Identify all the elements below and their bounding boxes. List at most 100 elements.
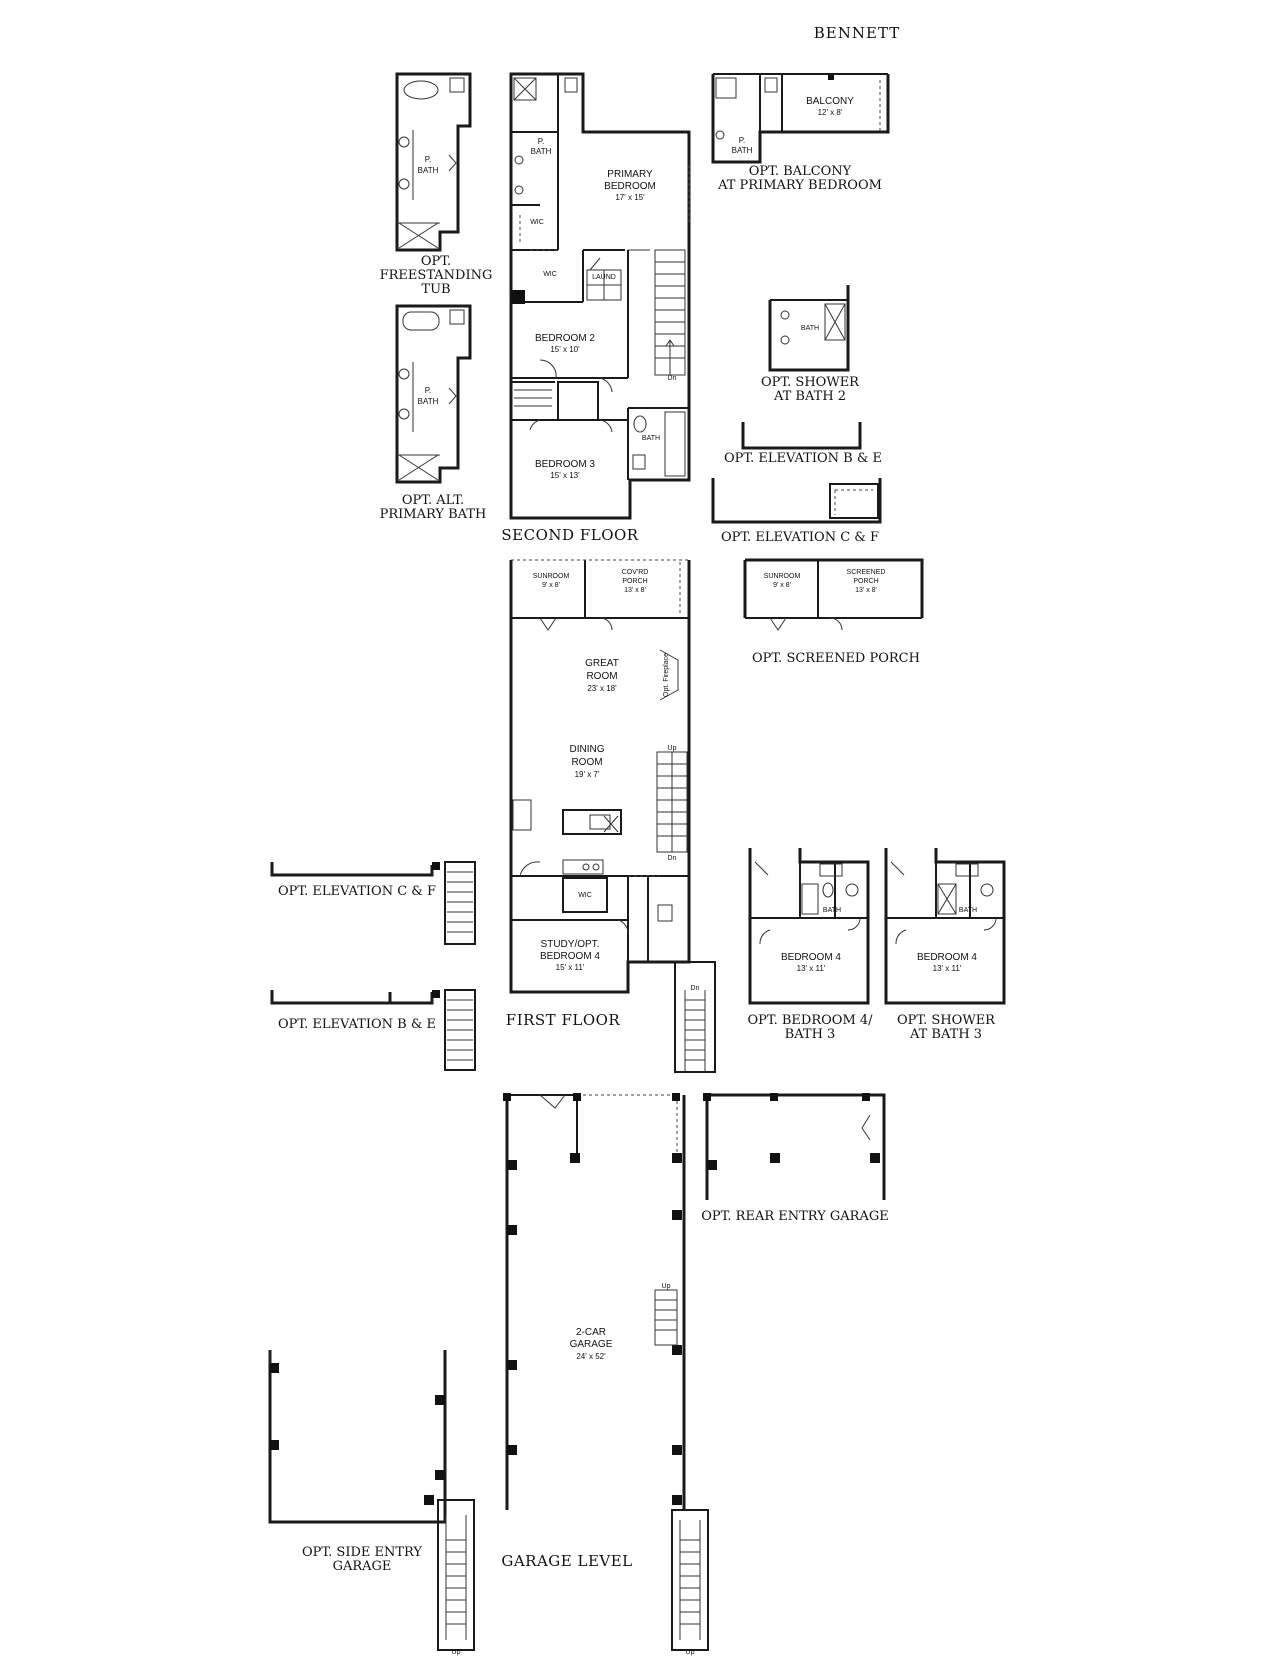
svg-text:STUDY/OPT.: STUDY/OPT.: [541, 939, 600, 950]
svg-text:GARAGE: GARAGE: [570, 1339, 613, 1350]
svg-text:ROOM: ROOM: [586, 671, 617, 682]
svg-text:Up: Up: [452, 1649, 461, 1656]
plan-title: BENNETT: [814, 24, 900, 42]
opt-side-entry-garage-plan: Up: [268, 1350, 475, 1656]
svg-text:Opt. Fireplace: Opt. Fireplace: [663, 653, 670, 697]
svg-text:19' x 7': 19' x 7': [575, 770, 600, 779]
opt-shower-bath3-label-2: AT BATH 3: [909, 1027, 982, 1042]
opt-shower-bath3-plan: BATH BEDROOM 4 13' x 11': [884, 848, 1006, 1005]
svg-text:WIC: WIC: [578, 892, 592, 899]
opt-freestanding-tub-label-3: TUB: [421, 282, 450, 297]
svg-text:Up: Up: [662, 1283, 671, 1290]
svg-text:BATH: BATH: [823, 907, 841, 914]
opt-screened-porch-plan: SUNROOM 9' x 8' SCREENED PORCH 13' x 8': [743, 558, 924, 631]
svg-text:BATH: BATH: [642, 435, 660, 442]
opt-rear-entry-garage-label: OPT. REAR ENTRY GARAGE: [701, 1209, 888, 1224]
svg-text:Up: Up: [686, 1649, 695, 1656]
opt-bedroom4-bath3-plan: BATH BEDROOM 4 13' x 11': [748, 848, 870, 1005]
opt-balcony-label-1: OPT. BALCONY: [749, 164, 852, 179]
svg-text:15' x 13': 15' x 13': [550, 471, 580, 480]
svg-text:PRIMARY: PRIMARY: [607, 169, 653, 180]
svg-text:SCREENED: SCREENED: [847, 569, 886, 576]
svg-text:SUNROOM: SUNROOM: [533, 573, 570, 580]
svg-text:Up: Up: [668, 745, 677, 752]
opt-bedroom4-bath3-label-1: OPT. BEDROOM 4/: [747, 1013, 873, 1028]
opt-rear-entry-garage-plan: [703, 1093, 886, 1200]
opt-bedroom4-bath3-label-2: BATH 3: [785, 1027, 836, 1042]
svg-text:13' x 8': 13' x 8': [855, 587, 877, 594]
svg-text:BATH: BATH: [732, 146, 753, 155]
opt-alt-primary-bath-label-1: OPT. ALT.: [402, 493, 464, 508]
opt-shower-bath2-label-1: OPT. SHOWER: [761, 375, 860, 390]
svg-text:BATH: BATH: [531, 147, 552, 156]
svg-text:15' x 10': 15' x 10': [550, 345, 580, 354]
svg-text:GREAT: GREAT: [585, 658, 619, 669]
opt-elevation-be-top-label: OPT. ELEVATION B & E: [724, 451, 882, 466]
garage-level-plan: Up 2-CAR GARAGE 24' x 52' Up: [503, 1093, 709, 1656]
svg-text:12' x 8': 12' x 8': [818, 108, 843, 117]
svg-text:9' x 8': 9' x 8': [773, 582, 791, 589]
svg-text:Dn: Dn: [668, 375, 677, 382]
svg-text:ROOM: ROOM: [571, 757, 602, 768]
svg-text:DINING: DINING: [570, 744, 605, 755]
svg-text:PORCH: PORCH: [853, 578, 878, 585]
svg-text:23' x 18': 23' x 18': [587, 684, 617, 693]
svg-text:BEDROOM 4: BEDROOM 4: [781, 952, 841, 963]
svg-text:P.: P.: [739, 136, 746, 145]
svg-text:2-CAR: 2-CAR: [576, 1327, 606, 1338]
svg-text:13' x 11': 13' x 11': [797, 964, 826, 973]
svg-text:9' x 8': 9' x 8': [542, 582, 560, 589]
svg-text:COV'RD: COV'RD: [622, 569, 649, 576]
svg-text:BEDROOM 4: BEDROOM 4: [917, 952, 977, 963]
opt-elevation-cf-top-plan: [711, 478, 882, 524]
first-floor-plan: Up Dn WIC SUNROOM 9' x 8' COV'RD PORCH 1…: [509, 559, 716, 1073]
svg-text:13' x 8': 13' x 8': [624, 587, 646, 594]
svg-text:13' x 11': 13' x 11': [933, 964, 962, 973]
svg-text:WIC: WIC: [543, 271, 557, 278]
second-floor-plan: P. BATH WIC WIC LAUND Dn: [509, 72, 691, 520]
garage-level-label: GARAGE LEVEL: [501, 1552, 632, 1570]
opt-elevation-be-left-plan: [270, 989, 476, 1071]
second-floor-label: SECOND FLOOR: [501, 526, 638, 544]
svg-text:17' x 15': 17' x 15': [615, 193, 645, 202]
svg-text:LAUND: LAUND: [592, 274, 616, 281]
svg-text:P.: P.: [538, 137, 545, 146]
svg-text:SUNROOM: SUNROOM: [764, 573, 801, 580]
opt-screened-porch-label: OPT. SCREENED PORCH: [752, 651, 920, 666]
opt-elevation-be-left-label: OPT. ELEVATION B & E: [278, 1017, 436, 1032]
svg-text:15' x 11': 15' x 11': [556, 963, 585, 972]
svg-text:Dn: Dn: [691, 985, 700, 992]
opt-freestanding-tub-label-1: OPT.: [421, 254, 451, 269]
opt-side-entry-garage-label-2: GARAGE: [333, 1559, 392, 1574]
opt-alt-primary-bath-plan: P. BATH: [395, 304, 472, 484]
opt-elevation-cf-left-label: OPT. ELEVATION C & F: [278, 884, 436, 899]
opt-balcony-label-2: AT PRIMARY BEDROOM: [717, 178, 882, 193]
svg-text:Dn: Dn: [668, 855, 677, 862]
opt-alt-primary-bath-label-2: PRIMARY BATH: [380, 507, 487, 522]
opt-shower-bath3-label-1: OPT. SHOWER: [897, 1013, 996, 1028]
opt-shower-bath2-plan: BATH: [768, 285, 850, 372]
opt-balcony-plan: BALCONY 12' x 8' P. BATH: [711, 73, 890, 164]
svg-text:BATH: BATH: [418, 397, 439, 406]
svg-text:24' x 52': 24' x 52': [576, 1352, 606, 1361]
svg-text:BALCONY: BALCONY: [806, 96, 854, 107]
opt-freestanding-tub-label-2: FREESTANDING: [380, 268, 493, 283]
svg-text:BEDROOM 2: BEDROOM 2: [535, 333, 595, 344]
opt-elevation-cf-left-plan: [270, 861, 476, 945]
opt-elevation-cf-top-label: OPT. ELEVATION C & F: [721, 530, 879, 545]
svg-text:PORCH: PORCH: [622, 578, 647, 585]
svg-text:P.: P.: [425, 155, 432, 164]
svg-text:BEDROOM 3: BEDROOM 3: [535, 459, 595, 470]
svg-text:P.: P.: [425, 386, 432, 395]
svg-text:BATH: BATH: [801, 325, 819, 332]
svg-text:BATH: BATH: [959, 907, 977, 914]
svg-text:WIC: WIC: [530, 219, 544, 226]
opt-side-entry-garage-label-1: OPT. SIDE ENTRY: [302, 1545, 422, 1560]
opt-elevation-be-top-plan: [741, 422, 862, 450]
svg-text:BEDROOM 4: BEDROOM 4: [540, 951, 600, 962]
opt-freestanding-tub-plan: P. BATH: [395, 72, 472, 252]
opt-shower-bath2-label-2: AT BATH 2: [773, 389, 846, 404]
first-floor-label: FIRST FLOOR: [506, 1011, 621, 1029]
svg-text:BATH: BATH: [418, 166, 439, 175]
